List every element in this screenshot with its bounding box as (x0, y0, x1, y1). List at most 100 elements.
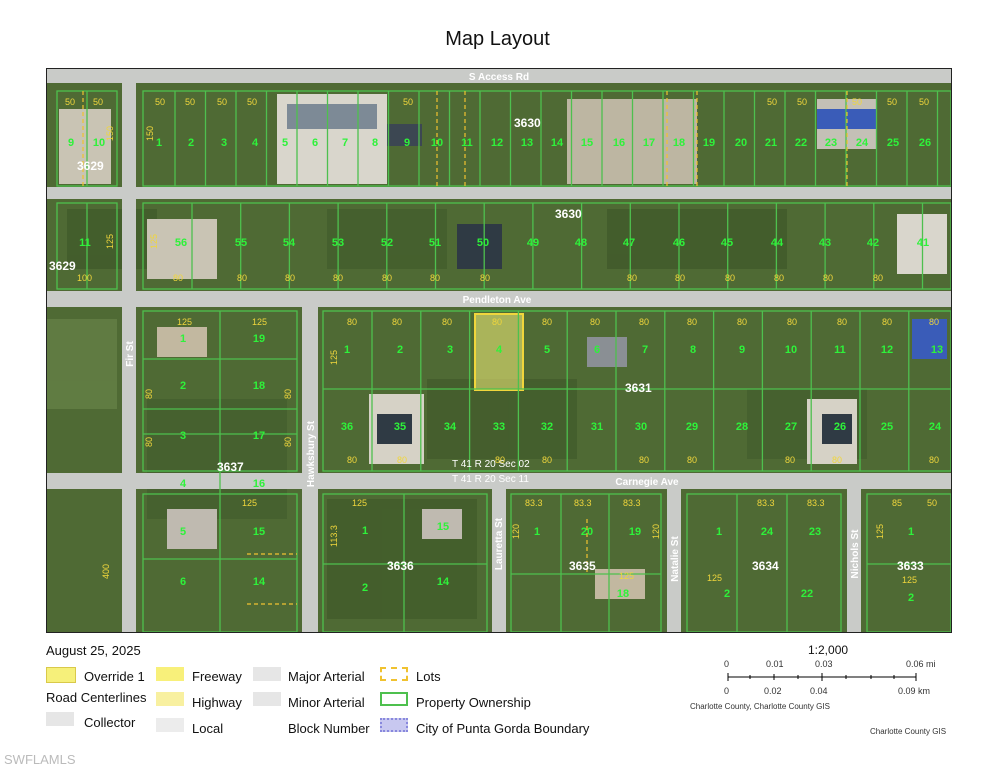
dim-label: 80 (442, 317, 452, 327)
lot-number: 1 (908, 526, 914, 538)
dim-label: 80 (347, 455, 357, 465)
dim-label: 80 (285, 273, 295, 283)
dim-label: 80 (397, 455, 407, 465)
lot-number: 23 (809, 526, 821, 538)
roads (47, 69, 951, 632)
lot-number: 51 (429, 237, 441, 249)
lot-number: 48 (575, 237, 587, 249)
lot-number: 3 (447, 344, 453, 356)
lot-number: 4 (180, 478, 187, 490)
lot-number: 12 (491, 137, 503, 149)
road-label-nichols-st: Nichols St (850, 529, 861, 579)
dim-label: 125 (352, 498, 367, 508)
lot-number: 49 (527, 237, 539, 249)
legend-property-ownership: Property Ownership (416, 695, 531, 710)
override-swatch (46, 667, 76, 683)
dim-label: 80 (639, 317, 649, 327)
lot-number: 32 (541, 421, 553, 433)
dim-label: 50 (403, 97, 413, 107)
freeway-swatch (156, 667, 184, 681)
dim-label: 80 (675, 273, 685, 283)
credit-left: Charlotte County, Charlotte County GIS (690, 702, 830, 711)
block-number: 3633 (897, 559, 924, 573)
dim-label: 80 (837, 317, 847, 327)
dim-label: 80 (144, 437, 154, 447)
lot-number: 54 (283, 237, 296, 249)
dim-label: 80 (627, 273, 637, 283)
dim-label: 50 (919, 97, 929, 107)
legend-highway: Highway (192, 695, 242, 710)
dim-label: 83.3 (525, 498, 543, 508)
dim-label: 50 (887, 97, 897, 107)
dim-label: 80 (774, 273, 784, 283)
dim-label: 120 (651, 524, 661, 539)
lot-number: 1 (534, 526, 540, 538)
map-canvas[interactable]: S Access Rd Pendleton Ave Carnegie Ave F… (47, 69, 951, 632)
boundary-swatch (380, 718, 408, 732)
map-view[interactable]: S Access Rd Pendleton Ave Carnegie Ave F… (46, 68, 952, 633)
lot-number: 9 (739, 344, 745, 356)
lot-number: 30 (635, 421, 647, 433)
legend-lots: Lots (416, 669, 441, 684)
scale-km-2: 0.04 (810, 686, 828, 696)
lot-number: 18 (617, 588, 629, 600)
lot-number: 33 (493, 421, 505, 433)
block-number: 3629 (77, 159, 104, 173)
scale-km-1: 0.02 (764, 686, 782, 696)
lot-number: 5 (282, 137, 288, 149)
lot-number: 1 (344, 344, 350, 356)
dim-label: 80 (873, 273, 883, 283)
dim-label: 80 (392, 317, 402, 327)
lot-number: 1 (362, 525, 368, 537)
lot-number: 8 (690, 344, 696, 356)
dim-label: 150 (105, 126, 115, 141)
dim-label: 80 (283, 389, 293, 399)
lot-number: 26 (919, 137, 931, 149)
dim-label: 85 (892, 498, 902, 508)
lot-number: 4 (496, 344, 503, 356)
dim-label: 83.3 (574, 498, 592, 508)
lot-number: 1 (716, 526, 722, 538)
lot-number: 11 (834, 344, 846, 356)
lot-number: 25 (887, 137, 899, 149)
lot-number: 6 (180, 576, 186, 588)
dim-label: 80 (832, 455, 842, 465)
legend-local: Local (192, 721, 224, 736)
lot-number: 2 (362, 582, 368, 594)
lot-number: 42 (867, 237, 879, 249)
lot-number: 1 (180, 333, 186, 345)
dim-label: 80 (144, 389, 154, 399)
dim-label: 83.3 (623, 498, 641, 508)
dim-label: 113.3 (329, 525, 339, 547)
override-parcel[interactable] (474, 313, 524, 391)
dim-label: 80 (787, 317, 797, 327)
lot-number: 12 (881, 344, 893, 356)
dim-label: 80 (382, 273, 392, 283)
dim-label: 50 (247, 97, 257, 107)
scale-km-0: 0 (724, 686, 730, 696)
lot-number: 7 (342, 137, 348, 149)
lot-number: 21 (765, 137, 777, 149)
lot-number: 13 (521, 137, 533, 149)
lot-number: 2 (180, 380, 186, 392)
credit-right: Charlotte County GIS (870, 727, 947, 736)
dim-label: 80 (737, 317, 747, 327)
property-ownership-swatch (380, 692, 408, 706)
map-date: August 25, 2025 (46, 643, 141, 658)
lot-number: 24 (856, 137, 869, 149)
lot-number: 15 (253, 526, 265, 538)
lot-number: 34 (444, 421, 457, 433)
scale-mi-0: 0 (724, 659, 730, 669)
lot-number: 7 (642, 344, 648, 356)
lot-number: 45 (721, 237, 733, 249)
block-number: 3630 (555, 207, 582, 221)
legend-block-number: Block Number (288, 721, 370, 736)
lot-number: 16 (253, 478, 265, 490)
lot-number: 9 (68, 137, 74, 149)
dim-label: 125 (149, 234, 159, 249)
lot-number: 19 (629, 526, 641, 538)
lot-divider-lines (86, 91, 939, 632)
dim-label: 83.3 (807, 498, 825, 508)
lot-number: 18 (673, 137, 685, 149)
